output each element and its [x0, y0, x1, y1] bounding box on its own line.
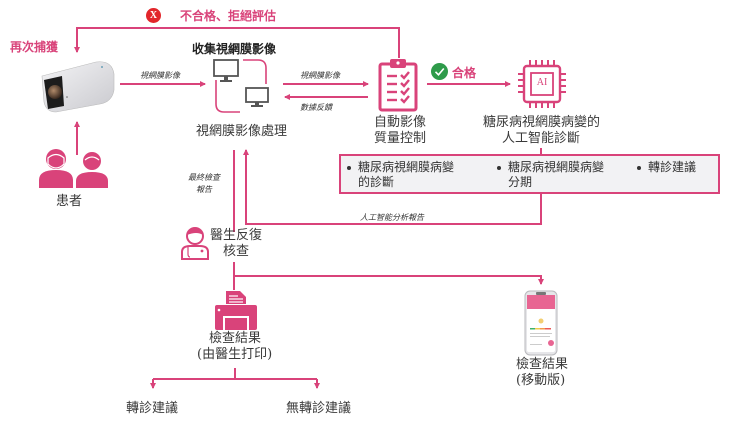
qc-clipboard — [376, 58, 422, 112]
x-circle-icon: X — [149, 10, 158, 21]
doctor-to-mobile-line — [234, 275, 544, 285]
printer-icon — [215, 291, 257, 330]
retinal-camera-icon — [41, 61, 115, 113]
doctor-icon — [181, 227, 209, 260]
edge-label-ai-report: 人工智能分析報告 — [360, 213, 424, 222]
print-result-label-line2: (由醫生打印) — [197, 347, 273, 362]
patients — [36, 146, 116, 190]
pass-label: 合格 — [452, 66, 477, 80]
processing-label: 視網膜影像處理 — [196, 124, 288, 139]
edge-label-camera-to-processing: 視網膜影像 — [140, 71, 180, 80]
printer — [214, 290, 258, 330]
ai-output-item: 糖尿病視網膜病變 分期 — [497, 160, 604, 190]
collect-title: 收集視網膜影像 — [192, 42, 277, 56]
retinal-camera — [38, 54, 118, 114]
smartphone-icon — [524, 290, 558, 356]
ai-output-item: 轉診建議 — [637, 160, 696, 175]
reject-label: 不合格、拒絕評估 — [180, 9, 277, 23]
patients-label: 患者 — [56, 194, 83, 209]
edge-label-qc-feedback: 數據反饋 — [300, 103, 332, 112]
patients-icon — [39, 149, 108, 188]
qc-label-line1: 自動影像 — [374, 115, 427, 130]
doctor — [180, 226, 210, 260]
mobile-phone — [524, 290, 558, 356]
print-result-label-line1: 檢查結果 — [209, 331, 262, 346]
ai-chip-text: AI — [536, 77, 548, 88]
bullet-icon — [497, 165, 501, 170]
edge-label-processing-to-qc: 視網膜影像 — [300, 71, 340, 80]
pass-icon — [431, 63, 448, 80]
bullet-icon — [347, 165, 351, 170]
mobile-result-label-line1: 檢查結果 — [516, 357, 569, 372]
qc-label-line2: 質量控制 — [374, 131, 427, 146]
doctor-label-line1: 醫生反復 — [210, 228, 263, 243]
bullet-icon — [637, 165, 641, 170]
outcome-no-referral: 無轉診建議 — [286, 401, 352, 416]
check-circle-icon — [434, 67, 445, 76]
outcome-referral: 轉診建議 — [126, 401, 179, 416]
processing-cycle-top — [243, 59, 267, 84]
ai-label-line1: 糖尿病視網膜病變的 — [483, 115, 601, 130]
processing-computers — [212, 58, 272, 110]
clipboard-checklist-icon — [378, 59, 418, 112]
ai-chip-icon — [518, 60, 566, 108]
reject-icon: X — [146, 8, 161, 23]
computers-icon — [213, 59, 269, 107]
reject-loop-line — [74, 27, 400, 58]
ai-label-line2: 人工智能診斷 — [502, 131, 581, 146]
doctor-label-line2: 核查 — [223, 244, 250, 259]
edge-label-final-report-line2: 報告 — [196, 185, 212, 194]
ai-report-line — [243, 149, 542, 225]
ai-chip: AI — [516, 58, 568, 110]
ai-output-item: 糖尿病視網膜病變 的診斷 — [347, 160, 454, 190]
mobile-result-label-line2: (移動版) — [516, 373, 566, 388]
processing-cycle-bottom — [215, 80, 240, 113]
edge-label-final-report-line1: 最終檢查 — [188, 173, 220, 182]
recapture-label: 再次捕獲 — [10, 40, 59, 54]
ai-outputs-box: 糖尿病視網膜病變 的診斷 糖尿病視網膜病變 分期 轉診建議 — [339, 154, 720, 194]
